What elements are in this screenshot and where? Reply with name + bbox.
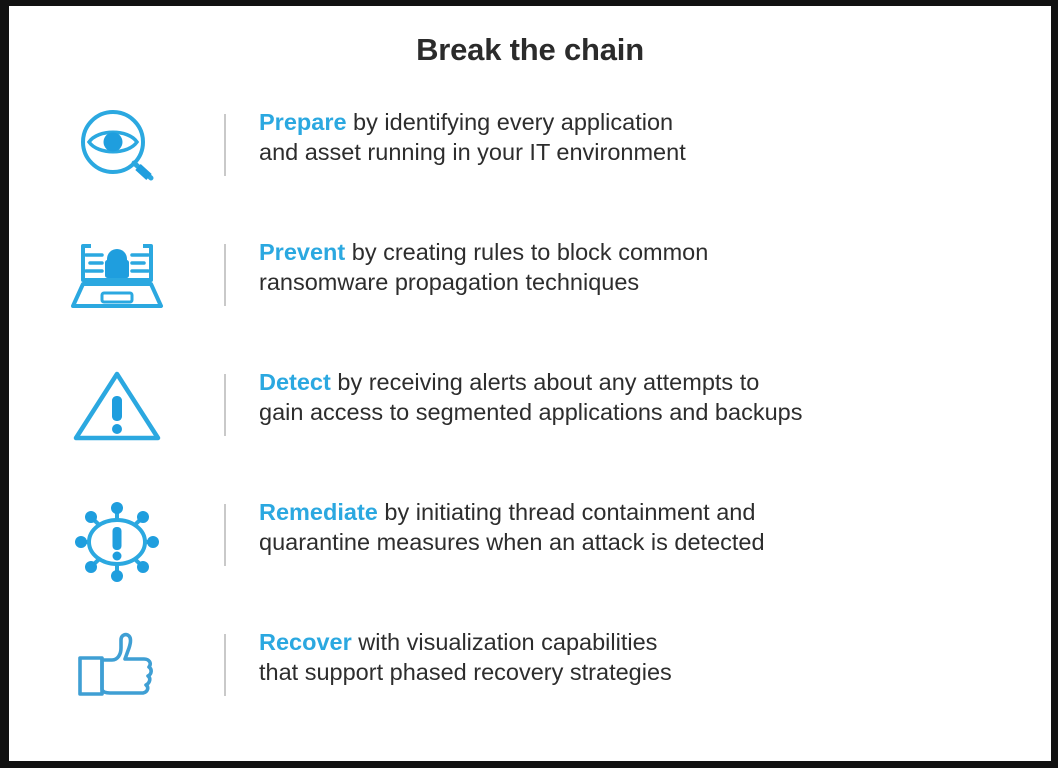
step-body: by initiating thread containment and qua… (259, 499, 765, 555)
laptop-lock-icon (69, 238, 165, 312)
step-text: Prepare by identifying every application… (259, 107, 686, 167)
icon-cell (9, 362, 224, 444)
virus-alert-icon (70, 498, 164, 586)
row-divider (224, 114, 226, 176)
list-item-recover[interactable]: Recover with visualization capabilities … (9, 622, 1051, 752)
text-cell: Detect by receiving alerts about any att… (226, 362, 802, 427)
text-cell: Remediate by initiating thread containme… (226, 492, 765, 557)
steps-list: Prepare by identifying every application… (9, 102, 1051, 752)
text-cell: Prepare by identifying every application… (226, 102, 686, 167)
step-body: with visualization capabilities that sup… (259, 629, 672, 685)
icon-cell (9, 492, 224, 586)
icon-cell (9, 232, 224, 312)
step-keyword: Prepare (259, 109, 347, 135)
page-title: Break the chain (416, 32, 644, 67)
step-body: by creating rules to block common ransom… (259, 239, 709, 295)
step-keyword: Detect (259, 369, 331, 395)
text-cell: Prevent by creating rules to block commo… (226, 232, 708, 297)
infographic-canvas: Break the chain (9, 6, 1051, 761)
eye-magnifier-icon (71, 108, 163, 186)
step-body: by receiving alerts about any attempts t… (259, 369, 803, 425)
step-keyword: Prevent (259, 239, 346, 265)
text-cell: Recover with visualization capabilities … (226, 622, 672, 687)
step-text: Prevent by creating rules to block commo… (259, 237, 708, 297)
step-text: Remediate by initiating thread containme… (259, 497, 765, 557)
step-text: Detect by receiving alerts about any att… (259, 367, 802, 427)
warning-triangle-icon (72, 368, 162, 444)
step-keyword: Remediate (259, 499, 378, 525)
row-divider (224, 374, 226, 436)
icon-cell (9, 102, 224, 186)
thumbs-up-icon (74, 628, 160, 702)
icon-cell (9, 622, 224, 702)
row-divider (224, 244, 226, 306)
row-divider (224, 634, 226, 696)
step-body: by identifying every application and ass… (259, 109, 686, 165)
list-item-detect[interactable]: Detect by receiving alerts about any att… (9, 362, 1051, 492)
list-item-remediate[interactable]: Remediate by initiating thread containme… (9, 492, 1051, 622)
list-item-prepare[interactable]: Prepare by identifying every application… (9, 102, 1051, 232)
step-text: Recover with visualization capabilities … (259, 627, 672, 687)
list-item-prevent[interactable]: Prevent by creating rules to block commo… (9, 232, 1051, 362)
row-divider (224, 504, 226, 566)
step-keyword: Recover (259, 629, 352, 655)
